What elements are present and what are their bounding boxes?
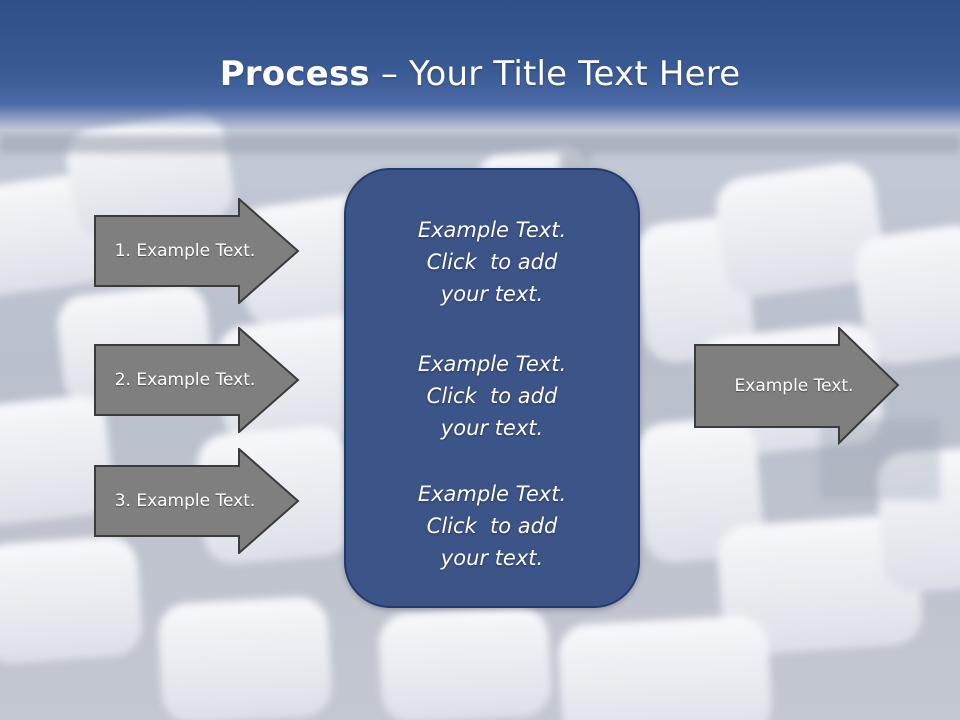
paragraph-line: your text.	[440, 282, 544, 306]
center-paragraph-2[interactable]: Example Text. Click to add your text.	[346, 348, 638, 444]
right-arrow-icon	[94, 198, 300, 304]
process-center-box[interactable]: Example Text. Click to add your text. Ex…	[344, 168, 640, 608]
right-arrow-icon	[694, 327, 900, 445]
paragraph-line: Example Text.	[417, 218, 567, 242]
paragraph-line: Example Text.	[417, 482, 567, 506]
input-arrow-label: 3. Example Text.	[114, 491, 256, 511]
slide-title-bold: Process	[219, 54, 370, 94]
paragraph-line: your text.	[440, 546, 544, 570]
paragraph-line: your text.	[440, 416, 544, 440]
output-arrow-label: Example Text.	[734, 376, 854, 396]
right-arrow-icon	[94, 327, 300, 433]
paragraph-line: Click to add	[426, 384, 558, 408]
center-paragraph-3[interactable]: Example Text. Click to add your text.	[346, 478, 638, 574]
paragraph-line: Example Text.	[417, 352, 567, 376]
paragraph-line: Click to add	[426, 514, 558, 538]
input-arrow-2[interactable]: 2. Example Text.	[94, 327, 300, 433]
title-bar	[0, 0, 960, 130]
input-arrow-label: 1. Example Text.	[114, 241, 256, 261]
input-arrow-label: 2. Example Text.	[114, 370, 256, 390]
input-arrow-1[interactable]: 1. Example Text.	[94, 198, 300, 304]
paragraph-line: Click to add	[426, 250, 558, 274]
center-paragraph-1[interactable]: Example Text. Click to add your text.	[346, 214, 638, 310]
right-arrow-icon	[94, 448, 300, 554]
slide-title-rest: – Your Title Text Here	[369, 54, 741, 94]
output-arrow[interactable]: Example Text.	[694, 327, 900, 445]
input-arrow-3[interactable]: 3. Example Text.	[94, 448, 300, 554]
slide-title: Process – Your Title Text Here	[0, 52, 960, 96]
